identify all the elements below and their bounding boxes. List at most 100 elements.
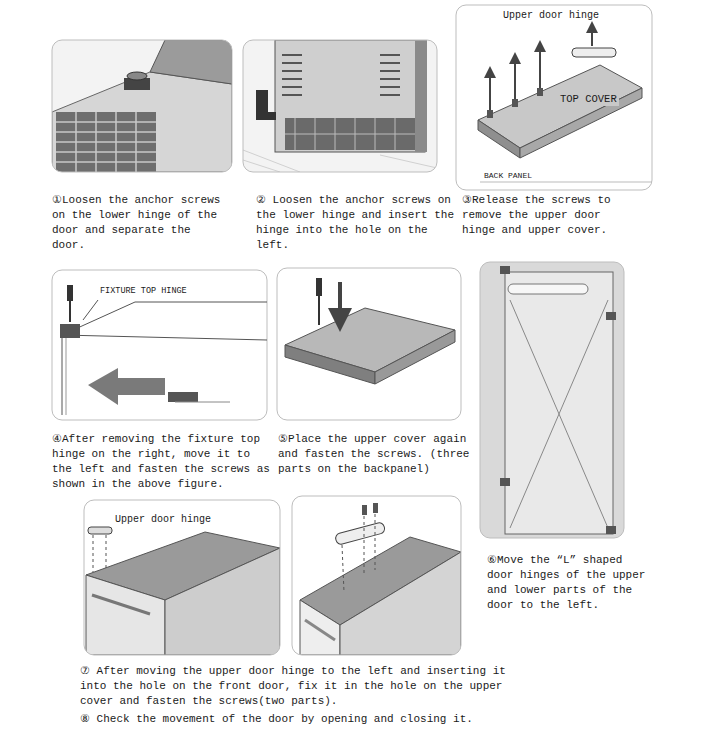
step2-picture-part-part-part [282, 54, 302, 56]
step4-picture-part [69, 300, 71, 322]
step-caption: ② Loosen the anchor screws on the lower … [256, 193, 461, 253]
step5-picture-part [338, 282, 342, 320]
step1-picture-part-part [52, 40, 232, 172]
step-caption: ⑤Place the upper cover again and fasten … [278, 432, 478, 477]
step7-detail-picture-part-part-part [364, 516, 365, 575]
step4-picture-part [62, 335, 63, 415]
step7-picture-part-part [165, 548, 280, 655]
step3-picture-part-part [489, 72, 491, 110]
step2-picture-part-part [282, 55, 400, 95]
step4-picture-part [168, 392, 198, 402]
step4-picture-part [88, 368, 165, 405]
step3-picture-part [520, 88, 642, 158]
step7-picture-part-part [92, 595, 150, 614]
step3-picture [456, 5, 652, 190]
step2-picture [243, 40, 437, 172]
step7-picture-part-part [86, 575, 165, 655]
step7-detail-picture-part [292, 496, 461, 655]
step1-picture-part-part-part [115, 112, 117, 172]
step7-detail-picture-part-part [340, 552, 461, 655]
step5-picture-part [375, 330, 455, 384]
step7-detail-picture-part-part [362, 503, 378, 515]
step2-picture-part-part-part [380, 70, 400, 72]
step7-detail-picture-part-part-part [362, 505, 367, 515]
step2-picture-part-part-part [380, 62, 400, 64]
part-label: Upper door hinge [503, 8, 599, 23]
step2-picture-part-part-part [282, 78, 302, 80]
step1-picture-part-part-part [56, 161, 156, 163]
step6-picture-part-part [500, 266, 616, 534]
step7-detail-picture-part-part [342, 514, 375, 592]
step4-picture-part [60, 324, 80, 338]
step7-picture-part [84, 500, 280, 655]
step2-picture-part-part-part [380, 94, 400, 96]
step1-picture-part-part-part [56, 131, 156, 133]
step2-picture-part-part-part [282, 70, 302, 72]
step2-picture-part-part-part [282, 94, 302, 96]
step2-picture-part-part [243, 150, 437, 172]
step4-picture-part [52, 270, 267, 420]
step7-picture-part-part-part [106, 535, 107, 568]
step7-detail-picture-part-part-part [373, 503, 378, 513]
part-label: BACK PANEL [484, 170, 532, 181]
step1-picture-part-part [127, 72, 147, 80]
step6-picture-part-part-part [510, 300, 608, 528]
step3-picture-part [480, 182, 652, 183]
step-caption: ⑦ After moving the upper door hinge to t… [80, 664, 535, 709]
step7-detail-picture-part-part [292, 496, 461, 655]
step7-detail-picture-part-part-part [375, 514, 376, 570]
step7-picture-part [84, 500, 280, 655]
step7-picture [84, 500, 280, 655]
step1-picture-part-part [56, 112, 156, 172]
step1-picture-part-part [52, 72, 232, 172]
step4-picture [52, 270, 267, 420]
step7-picture-part-part [88, 527, 112, 534]
step3-picture-part [572, 48, 616, 57]
step2-picture-part-part-part [285, 134, 415, 135]
step3-picture-part-part [512, 99, 518, 107]
step3-picture-part-part [539, 46, 541, 88]
step3-picture-part-part [514, 58, 516, 99]
step6-picture-part-part [508, 284, 588, 294]
step3-picture-part [478, 120, 520, 158]
step2-picture-part-part [415, 40, 427, 152]
step7-picture-part-part [93, 535, 106, 572]
step6-picture-part [480, 262, 624, 538]
step2-picture-part-part-part [380, 78, 400, 80]
step1-picture-part-part-part [95, 112, 97, 172]
part-label: Upper door hinge [115, 512, 211, 527]
step6-picture-part [480, 262, 624, 538]
step-caption: ⑧ Check the movement of the door by open… [80, 712, 535, 727]
step3-picture-part-part [487, 110, 493, 118]
step6-picture-part-part [510, 300, 608, 528]
step2-picture-part-part-part [282, 86, 302, 88]
step2-picture-part-part-part [243, 160, 280, 172]
step7-detail-picture [292, 496, 461, 655]
step6-picture-part-part-part [606, 526, 616, 534]
step-caption: ③Release the screws to remove the upper … [462, 193, 634, 238]
step7-detail-picture-part-part [300, 600, 340, 655]
step1-picture-part-part-part [135, 112, 137, 172]
step2-picture-part-part-part [380, 155, 437, 168]
step1-picture-part-part-part [75, 112, 77, 172]
step7-detail-picture-part-part-part [342, 545, 344, 592]
step-caption: ④After removing the fixture top hinge on… [52, 432, 270, 492]
step3-picture-part-part [591, 27, 593, 46]
step5-picture-part [318, 296, 320, 325]
step5-picture-part [285, 345, 375, 384]
step6-picture-part-part [505, 272, 613, 534]
step3-picture-part-part [537, 88, 543, 96]
step2-picture-part-part [285, 118, 415, 150]
step-caption: ①Loosen the anchor screws on the lower h… [52, 193, 222, 253]
step-caption: ⑥Move the “L” shaped door hinges of the … [487, 553, 655, 613]
step6-picture-part-part [480, 262, 624, 538]
step7-detail-picture-part [292, 496, 461, 655]
step1-picture-part-part-part [56, 121, 156, 123]
step2-picture-part-part [285, 118, 415, 150]
step2-picture-part-part-part [282, 62, 302, 64]
step1-picture-part-part-part [56, 141, 156, 143]
step2-picture-part-part [275, 40, 425, 152]
step6-picture-part-part-part [606, 312, 616, 320]
